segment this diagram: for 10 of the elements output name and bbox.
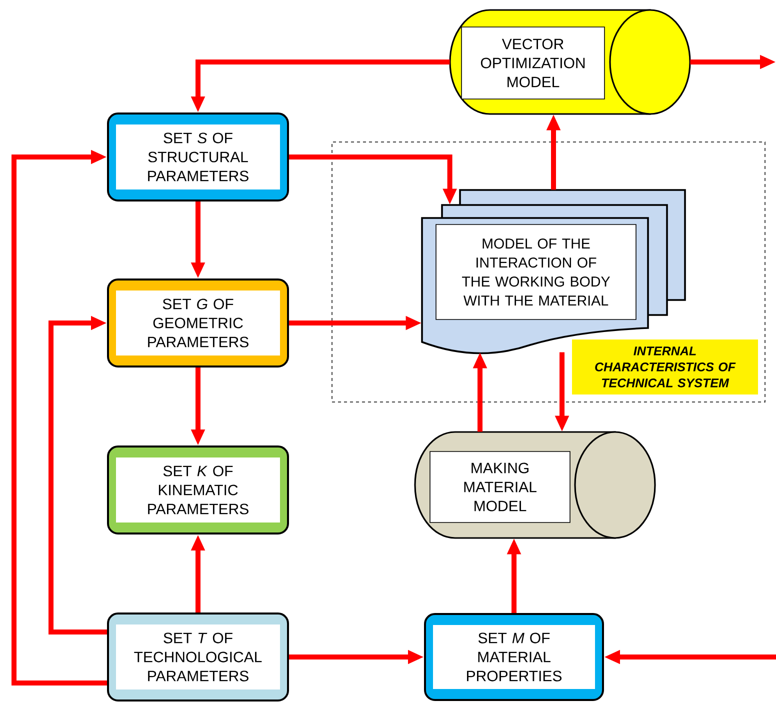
process-box: SET K OF KINEMATIC PARAMETERS xyxy=(107,446,289,534)
process-box: SET M OF MATERIAL PROPERTIES xyxy=(424,613,604,701)
process-box: SET G OF GEOMETRIC PARAMETERS xyxy=(107,278,289,368)
process-box: SET T OF TECHNOLOGICAL PARAMETERS xyxy=(107,612,289,702)
cylinder: MAKING MATERIAL MODEL xyxy=(414,431,656,539)
arrow xyxy=(48,316,107,634)
cylinder: VECTOR OPTIMIZATION MODEL xyxy=(449,9,691,115)
process-box: SET S OF STRUCTURAL PARAMETERS xyxy=(107,112,289,202)
note-label: INTERNAL CHARACTERISTICS OF TECHNICAL SYSTEM xyxy=(572,340,758,394)
arrow xyxy=(12,150,107,686)
